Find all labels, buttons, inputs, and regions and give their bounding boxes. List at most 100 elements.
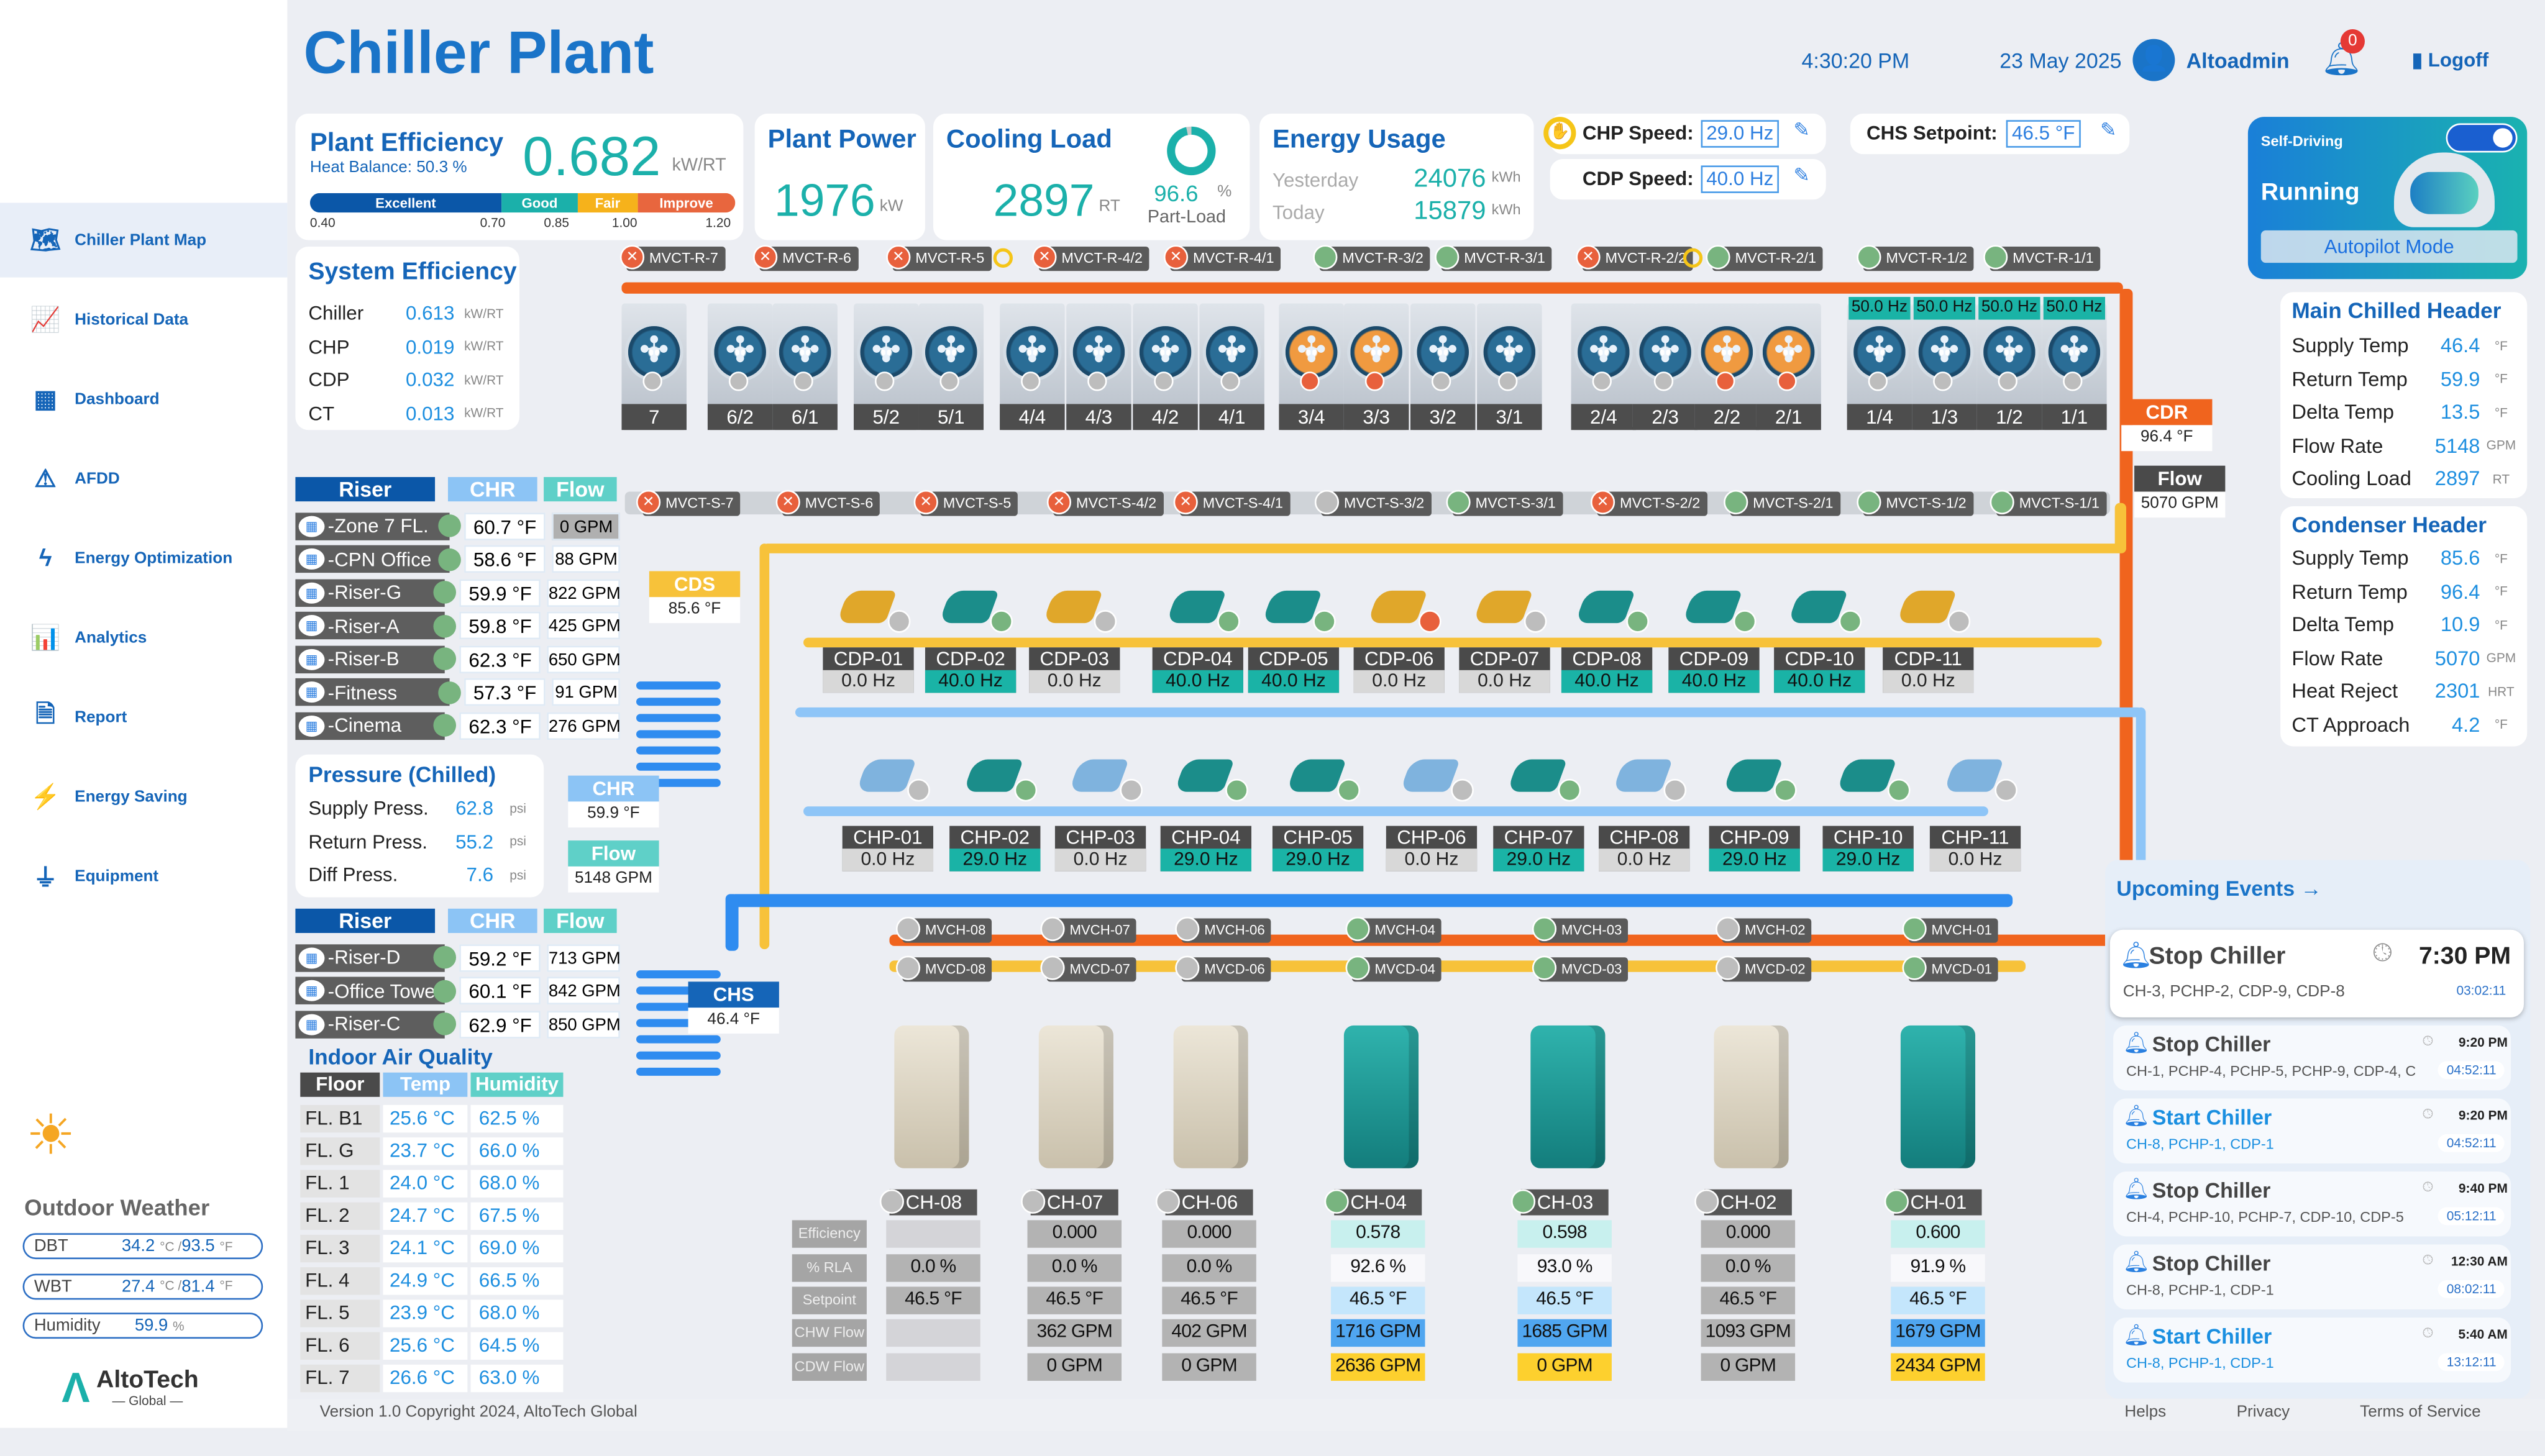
mvcd-valve[interactable]: MVCD-06: [1175, 955, 1272, 982]
cooling-tower-1-1[interactable]: ✣1/1: [2042, 303, 2107, 430]
chiller-ch-07[interactable]: [1026, 1006, 1123, 1176]
footer-link-terms[interactable]: Terms of Service: [2360, 1403, 2481, 1422]
ct-supply-valve-mvct-s-7[interactable]: MVCT-S-7✕: [636, 489, 741, 516]
ct-return-valve-mvct-r-2/1[interactable]: MVCT-R-2/1: [1706, 245, 1823, 271]
cooling-tower-2-3[interactable]: ✣2/3: [1632, 303, 1698, 430]
chp-pump-3[interactable]: [1065, 750, 1143, 802]
calendar-icon[interactable]: ▦: [298, 947, 325, 968]
mvch-valve[interactable]: MVCH-06: [1175, 916, 1272, 943]
edit-pencil-icon[interactable]: ✎: [2100, 118, 2117, 142]
calendar-icon[interactable]: ▦: [298, 1013, 325, 1035]
manual-hand-icon[interactable]: [1683, 248, 1703, 268]
mvch-valve[interactable]: MVCH-01: [1902, 916, 1999, 943]
manual-hand-icon[interactable]: [993, 248, 1013, 268]
cooling-tower-5-2[interactable]: ✣5/2: [854, 303, 919, 430]
chiller-ch-04[interactable]: [1331, 1006, 1428, 1176]
cooling-tower-2-1[interactable]: ✣2/1: [1756, 303, 1821, 430]
ct-supply-valve-mvct-s-6[interactable]: MVCT-S-6✕: [775, 489, 880, 516]
footer-link-privacy[interactable]: Privacy: [2236, 1403, 2290, 1422]
ct-supply-valve-mvct-s-1/1[interactable]: MVCT-S-1/1: [1990, 489, 2106, 516]
cooling-tower-3-3[interactable]: ✣3/3: [1343, 303, 1409, 430]
calendar-icon[interactable]: ▦: [298, 715, 325, 737]
user-name[interactable]: Altoadmin: [2186, 48, 2290, 73]
cooling-tower-3-2[interactable]: ✣3/2: [1410, 303, 1476, 430]
mvch-valve[interactable]: MVCH-07: [1040, 916, 1137, 943]
cdp-pump-2[interactable]: [935, 581, 1013, 633]
chs-setpoint-input[interactable]: 46.5 °F: [2006, 120, 2081, 148]
chiller-name-tag[interactable]: CH-07: [1021, 1189, 1118, 1216]
mvch-valve[interactable]: MVCH-02: [1716, 916, 1812, 943]
cooling-tower-4-1[interactable]: ✣4/1: [1199, 303, 1264, 430]
ct-return-valve-mvct-r-1/2[interactable]: MVCT-R-1/2: [1857, 245, 1974, 271]
ct-supply-valve-mvct-s-2/2[interactable]: MVCT-S-2/2✕: [1590, 489, 1707, 516]
sidebar-item-historical-data[interactable]: 📈Historical Data: [0, 283, 287, 357]
sidebar-item-analytics[interactable]: 📊Analytics: [0, 601, 287, 675]
chiller-ch-06[interactable]: [1161, 1006, 1258, 1176]
mvcd-valve[interactable]: MVCD-02: [1716, 955, 1812, 982]
ct-return-valve-mvct-r-2/2[interactable]: MVCT-R-2/2✕: [1576, 245, 1693, 271]
mvch-valve[interactable]: MVCH-08: [895, 916, 992, 943]
chp-pump-2[interactable]: [959, 750, 1038, 802]
sidebar-item-energy-saving[interactable]: ⚡Energy Saving: [0, 760, 287, 834]
sidebar-item-dashboard[interactable]: ▦Dashboard: [0, 362, 287, 437]
cdp-pump-6[interactable]: [1363, 581, 1442, 633]
cooling-tower-3-1[interactable]: ✣3/1: [1477, 303, 1542, 430]
chiller-name-tag[interactable]: CH-01: [1884, 1189, 1982, 1216]
ct-supply-valve-mvct-s-1/2[interactable]: MVCT-S-1/2: [1857, 489, 1973, 516]
cooling-tower-1-4[interactable]: ✣1/4: [1847, 303, 1912, 430]
ct-return-valve-mvct-r-7[interactable]: MVCT-R-7✕: [619, 245, 725, 271]
cooling-tower-4-2[interactable]: ✣4/2: [1133, 303, 1198, 430]
ct-return-valve-mvct-r-3/2[interactable]: MVCT-R-3/2: [1313, 245, 1430, 271]
ct-supply-valve-mvct-s-3/2[interactable]: MVCT-S-3/2: [1314, 489, 1431, 516]
cooling-tower-1-3[interactable]: ✣1/3: [1912, 303, 1977, 430]
cooling-tower-5-1[interactable]: ✣5/1: [918, 303, 984, 430]
edit-pencil-icon[interactable]: ✎: [1793, 118, 1810, 142]
chiller-ch-03[interactable]: [1517, 1006, 1615, 1176]
ct-return-valve-mvct-r-1/1[interactable]: MVCT-R-1/1: [1983, 245, 2101, 271]
cdp-speed-input[interactable]: 40.0 Hz: [1701, 165, 1779, 193]
ct-supply-valve-mvct-s-2/1[interactable]: MVCT-S-2/1: [1724, 489, 1840, 516]
sidebar-item-afdd[interactable]: ⚠AFDD: [0, 442, 287, 516]
cooling-tower-3-4[interactable]: ✣3/4: [1279, 303, 1344, 430]
cdp-pump-1[interactable]: [833, 581, 911, 633]
chp-pump-8[interactable]: [1609, 750, 1687, 802]
ct-supply-valve-mvct-s-3/1[interactable]: MVCT-S-3/1: [1446, 489, 1563, 516]
ct-supply-valve-mvct-s-5[interactable]: MVCT-S-5✕: [913, 489, 1018, 516]
chiller-ch-08[interactable]: [881, 1006, 979, 1176]
calendar-icon[interactable]: ▦: [298, 548, 325, 570]
chiller-name-tag[interactable]: CH-03: [1510, 1189, 1609, 1216]
cooling-tower-4-4[interactable]: ✣4/4: [1000, 303, 1065, 430]
cooling-tower-6-1[interactable]: ✣6/1: [772, 303, 838, 430]
chp-pump-6[interactable]: [1396, 750, 1474, 802]
calendar-icon[interactable]: ▦: [298, 681, 325, 703]
sidebar-item-report[interactable]: 🗎Report: [0, 680, 287, 755]
cdp-pump-4[interactable]: [1162, 581, 1240, 633]
cdp-pump-7[interactable]: [1469, 581, 1547, 633]
